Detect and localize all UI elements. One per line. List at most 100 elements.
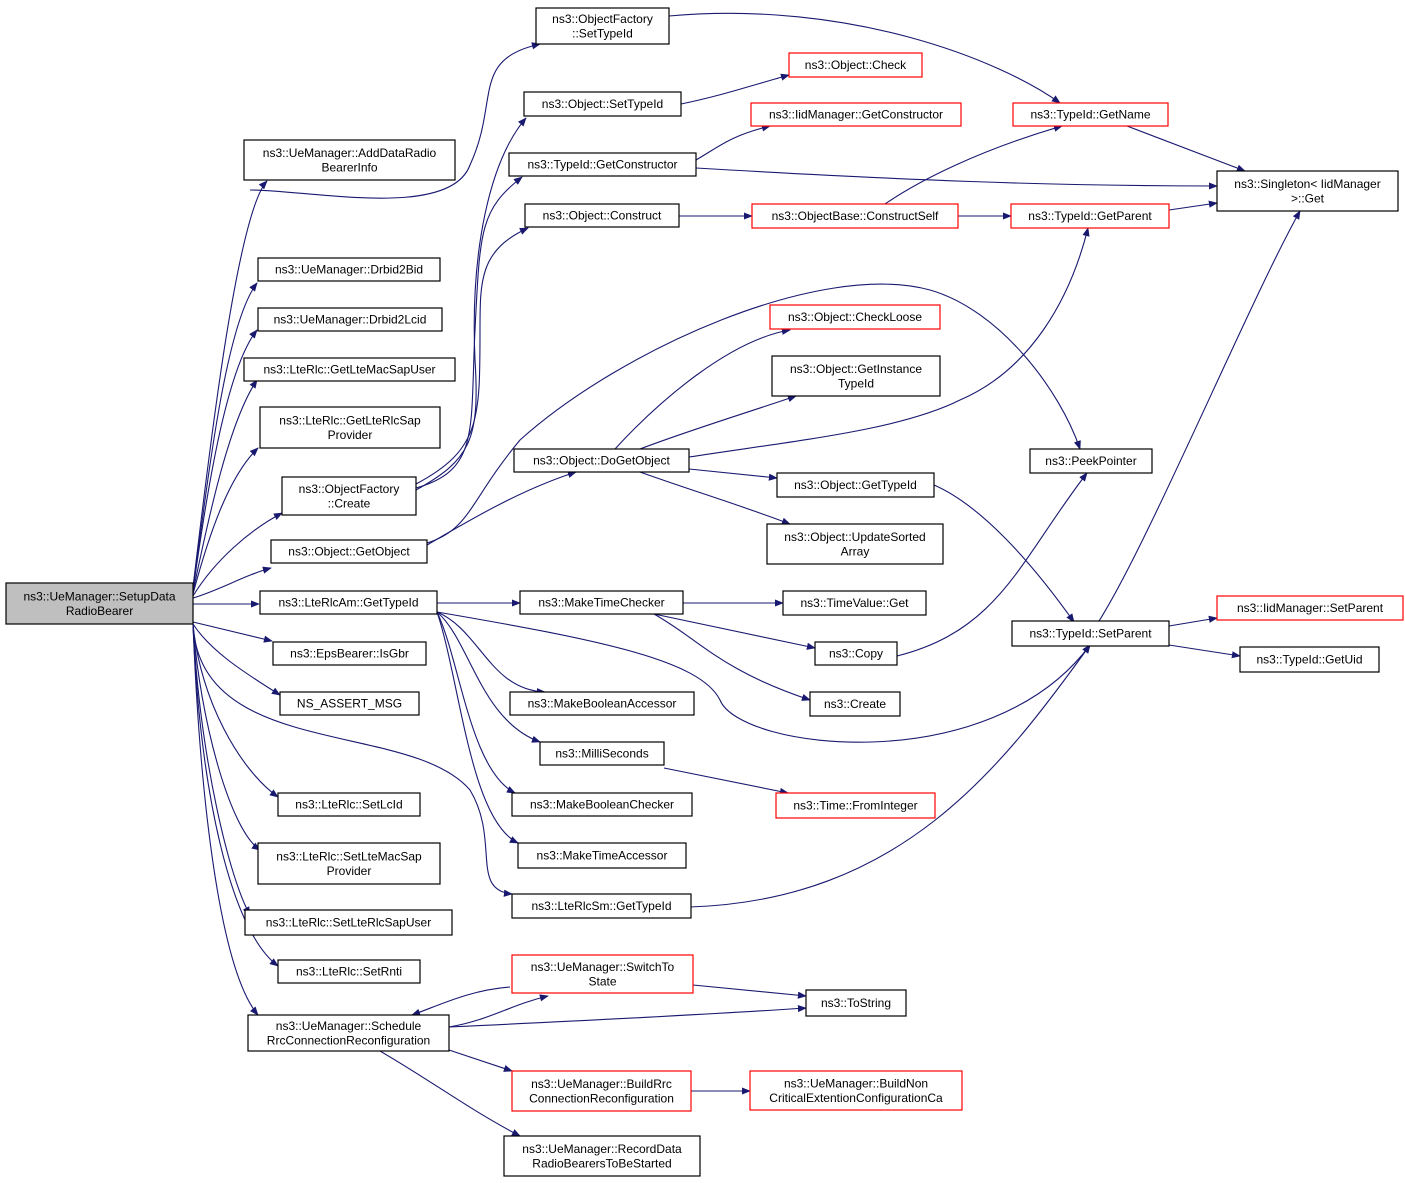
function-node-setRlcSapUser[interactable]: ns3::LteRlc::SetLteRlcSapUser [244,909,453,936]
function-node-checkLoose[interactable]: ns3::Object::CheckLoose [769,304,941,330]
function-node-buildNonCrit[interactable]: ns3::UeManager::BuildNonCriticalExtentio… [749,1070,963,1111]
function-node-schedRrc[interactable]: ns3::UeManager::ScheduleRrcConnectionRec… [247,1014,450,1052]
function-node-objGetTypeId[interactable]: ns3::Object::GetTypeId [776,472,935,498]
function-node-peekPointer[interactable]: ns3::PeekPointer [1029,448,1153,474]
node-box[interactable] [270,539,428,564]
node-box[interactable] [281,476,417,516]
function-node-toString[interactable]: ns3::ToString [805,989,907,1017]
node-box[interactable] [1216,170,1399,212]
node-box[interactable] [523,91,682,117]
function-node-getMacSapUser[interactable]: ns3::LteRlc::GetLteMacSapUser [243,357,456,382]
node-box[interactable] [751,203,959,229]
node-box[interactable] [247,1014,450,1052]
node-box[interactable] [513,448,690,473]
function-node-iidSetParent[interactable]: ns3::IidManager::SetParent [1216,595,1404,621]
node-box[interactable] [749,1070,963,1111]
node-box[interactable] [509,691,695,716]
node-box[interactable] [511,893,692,919]
function-node-makeTimeAcc[interactable]: ns3::MakeTimeAccessor [517,842,687,869]
node-box[interactable] [259,406,441,449]
function-node-constructSelf[interactable]: ns3::ObjectBase::ConstructSelf [751,203,959,229]
function-node-tidGetName[interactable]: ns3::TypeId::GetName [1012,102,1169,127]
node-box[interactable] [1239,646,1380,673]
node-box[interactable] [257,842,441,885]
node-box[interactable] [277,959,421,984]
node-box[interactable] [788,52,923,78]
function-node-setRnti[interactable]: ns3::LteRlc::SetRnti [277,959,421,984]
function-node-drbid2lcid[interactable]: ns3::UeManager::Drbid2Lcid [257,307,443,332]
node-box[interactable] [511,954,694,994]
node-box[interactable] [535,7,670,45]
node-box[interactable] [769,304,941,330]
function-node-smGetTypeId[interactable]: ns3::LteRlcSm::GetTypeId [511,893,692,919]
node-box[interactable] [279,691,420,716]
function-node-tidGetUid[interactable]: ns3::TypeId::GetUid [1239,646,1380,673]
function-node-assertMsg[interactable]: NS_ASSERT_MSG [279,691,420,716]
function-node-recordDrb[interactable]: ns3::UeManager::RecordDataRadioBearersTo… [503,1135,701,1177]
node-box[interactable] [805,989,907,1017]
function-node-setLcId[interactable]: ns3::LteRlc::SetLcId [277,792,421,817]
function-node-singletonGet[interactable]: ns3::Singleton< IidManager>::Get [1216,170,1399,212]
function-node-isGbr[interactable]: ns3::EpsBearer::IsGbr [272,641,427,666]
function-node-objConstruct[interactable]: ns3::Object::Construct [524,203,680,228]
node-box[interactable] [814,641,898,666]
node-box[interactable] [539,741,665,766]
function-node-copy[interactable]: ns3::Copy [814,641,898,666]
function-node-objCheck[interactable]: ns3::Object::Check [788,52,923,78]
function-node-create[interactable]: ns3::Create [809,691,901,717]
node-box[interactable] [511,1070,692,1112]
node-box[interactable] [750,102,962,127]
node-box[interactable] [1010,203,1170,229]
function-node-tvGet[interactable]: ns3::TimeValue::Get [782,590,927,616]
node-box[interactable] [1216,595,1404,621]
node-box[interactable] [503,1135,701,1177]
function-node-objSetTypeId[interactable]: ns3::Object::SetTypeId [523,91,682,117]
node-box[interactable] [519,590,684,615]
function-node-makeTimeChecker[interactable]: ns3::MakeTimeChecker [519,590,684,615]
function-node-fromInteger[interactable]: ns3::Time::FromInteger [775,792,936,819]
node-box[interactable] [244,909,453,936]
node-box[interactable] [272,641,427,666]
function-node-drbid2bid[interactable]: ns3::UeManager::Drbid2Bid [257,257,441,282]
function-node-ofCreate[interactable]: ns3::ObjectFactory::Create [281,476,417,516]
node-box[interactable] [1012,102,1169,127]
function-node-buildRrc[interactable]: ns3::UeManager::BuildRrcConnectionReconf… [511,1070,692,1112]
function-node-getObject[interactable]: ns3::Object::GetObject [270,539,428,564]
node-box[interactable] [1029,448,1153,474]
node-box[interactable] [257,257,441,282]
node-box[interactable] [508,152,697,177]
function-node-doGetObject[interactable]: ns3::Object::DoGetObject [513,448,690,473]
node-box[interactable] [243,357,456,382]
function-node-makeBoolChk[interactable]: ns3::MakeBooleanChecker [511,792,693,817]
node-box[interactable] [809,691,901,717]
function-node-amGetTypeId[interactable]: ns3::LteRlcAm::GetTypeId [259,590,438,615]
node-box[interactable] [782,590,927,616]
function-node-tidSetParent[interactable]: ns3::TypeId::SetParent [1011,620,1170,647]
node-box[interactable] [766,523,944,565]
node-box[interactable] [511,792,693,817]
function-node-tidGetCtor[interactable]: ns3::TypeId::GetConstructor [508,152,697,177]
function-node-makeBoolAcc[interactable]: ns3::MakeBooleanAccessor [509,691,695,716]
function-node-milliSeconds[interactable]: ns3::MilliSeconds [539,741,665,766]
node-box[interactable] [776,472,935,498]
node-box[interactable] [259,590,438,615]
function-node-iidGetCtor[interactable]: ns3::IidManager::GetConstructor [750,102,962,127]
node-box[interactable] [243,139,456,181]
node-box[interactable] [775,792,936,819]
node-box[interactable] [257,307,443,332]
node-box[interactable] [277,792,421,817]
node-box[interactable] [517,842,687,869]
function-node-tidGetParent[interactable]: ns3::TypeId::GetParent [1010,203,1170,229]
node-box[interactable] [524,203,680,228]
function-node-ofSetTypeId[interactable]: ns3::ObjectFactory::SetTypeId [535,7,670,45]
node-box[interactable] [5,582,194,625]
node-box[interactable] [771,355,941,397]
node-box[interactable] [1011,620,1170,647]
